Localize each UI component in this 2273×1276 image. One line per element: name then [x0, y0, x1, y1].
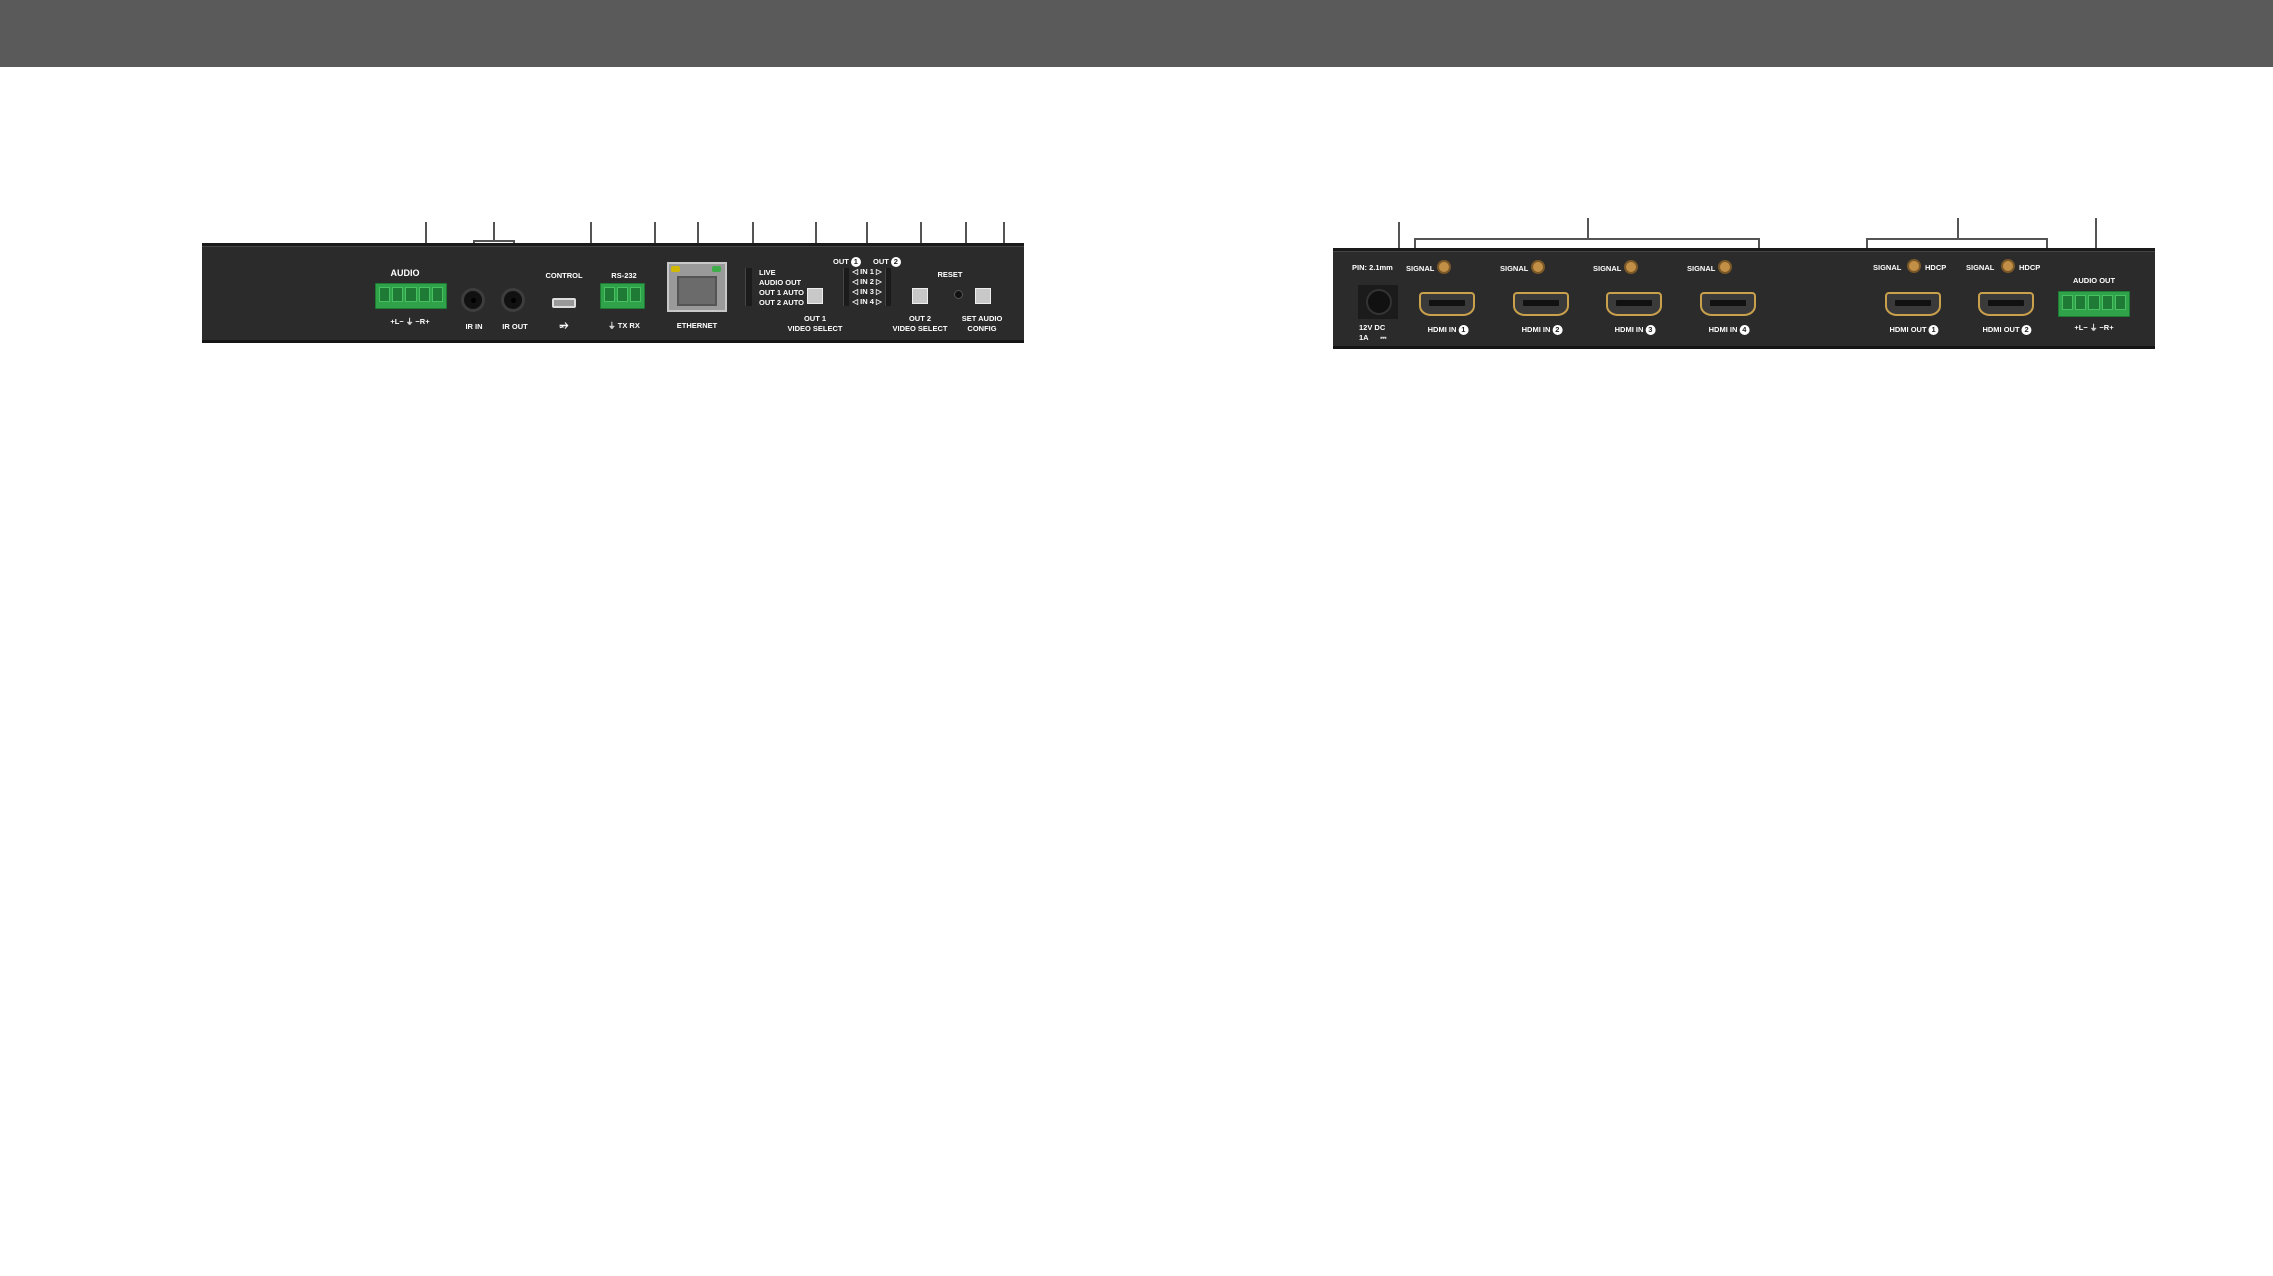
callout-ir [493, 222, 495, 240]
set-audio-label-1: SET AUDIO [961, 314, 1003, 323]
dc-power-jack [1366, 289, 1392, 315]
hdmi-out-2-signal-led [2001, 259, 2015, 273]
input-4-label: ◁ IN 4 ▷ [852, 297, 882, 306]
ir-out-jack [501, 288, 525, 312]
callout-hdmi-in-stem [1587, 218, 1589, 240]
hdmi-in-3-port [1606, 292, 1662, 316]
hdmi-out-1-signal-led [1907, 259, 1921, 273]
hdmi-in-2-signal-label: SIGNAL [1500, 264, 1529, 273]
out2-select-label-2: VIDEO SELECT [892, 324, 948, 333]
out2-input-led-column [885, 268, 891, 306]
callout-ir-bracket [473, 240, 515, 242]
page-header-bar [0, 0, 2273, 67]
input-1-label: ◁ IN 1 ▷ [852, 267, 882, 276]
audio-out-pin-labels: +L− ⏚ −R+ [2074, 323, 2114, 332]
input-2-label: ◁ IN 2 ▷ [852, 277, 882, 286]
callout-hdmi-in-bracket [1414, 238, 1760, 240]
reset-pinhole [954, 290, 963, 299]
hdmi-out-2-port [1978, 292, 2034, 316]
out1-select-label-2: VIDEO SELECT [787, 324, 843, 333]
callout-hdmi-out-bracket [1866, 238, 2048, 240]
reset-label: RESET [937, 270, 963, 279]
hdmi-out-1-port [1885, 292, 1941, 316]
audio-out-label: AUDIO OUT [2072, 276, 2116, 285]
hdmi-in-4-signal-label: SIGNAL [1687, 264, 1716, 273]
hdmi-out-2-signal-label: SIGNAL [1966, 263, 1995, 272]
out1-video-select-button [807, 288, 823, 304]
hdmi-out-1-hdcp-label: HDCP [1925, 263, 1947, 272]
out1-select-label-1: OUT 1 [803, 314, 827, 323]
hdmi-in-3-signal-led [1624, 260, 1638, 274]
rs232-label: RS-232 [611, 271, 637, 280]
hdmi-in-4-signal-led [1718, 260, 1732, 274]
audio-pin-labels: +L− ⏚ −R+ [390, 317, 430, 326]
hdmi-in-1-signal-label: SIGNAL [1406, 264, 1435, 273]
out1-input-led-column [843, 268, 849, 306]
hdmi-out-1-signal-label: SIGNAL [1873, 263, 1902, 272]
led-out1-auto: OUT 1 AUTO [759, 288, 805, 297]
hdmi-out-2-hdcp-label: HDCP [2019, 263, 2041, 272]
hdmi-in-4-port [1700, 292, 1756, 316]
ir-in-jack [461, 288, 485, 312]
callout-hdmi-out-stem [1957, 218, 1959, 240]
dc-pin-label: PIN: 2.1mm [1352, 263, 1393, 272]
ir-out-label: IR OUT [502, 322, 528, 331]
set-audio-label-2: CONFIG [967, 324, 997, 333]
dc-rating-1: 12V DC [1359, 323, 1386, 332]
hdmi-in-2-port [1513, 292, 1569, 316]
usb-port [552, 298, 576, 308]
rs232-terminal-block [600, 283, 645, 309]
hdmi-in-2-signal-led [1531, 260, 1545, 274]
audio-title: AUDIO [390, 268, 420, 278]
set-audio-config-button [975, 288, 991, 304]
out2-select-label-1: OUT 2 [908, 314, 932, 323]
ir-in-label: IR IN [465, 322, 483, 331]
rs232-pin-labels: ⏚ TX RX [608, 321, 640, 330]
hdmi-in-1-signal-led [1437, 260, 1451, 274]
control-label: CONTROL [545, 271, 583, 280]
audio-out-terminal-block [2058, 291, 2130, 317]
ethernet-activity-led [712, 266, 721, 272]
status-led-column [745, 268, 752, 306]
out2-video-select-button [912, 288, 928, 304]
audio-terminal-block [375, 283, 447, 309]
led-audio-out: AUDIO OUT [759, 278, 802, 287]
led-live: LIVE [759, 268, 776, 277]
ethernet-link-led [671, 266, 680, 272]
dc-rating-2: 1A ⎓ [1359, 333, 1387, 342]
hdmi-in-3-signal-label: SIGNAL [1593, 264, 1622, 273]
led-out2-auto: OUT 2 AUTO [759, 298, 805, 307]
input-3-label: ◁ IN 3 ▷ [852, 287, 882, 296]
hdmi-in-1-port [1419, 292, 1475, 316]
ethernet-label: ETHERNET [676, 321, 718, 330]
usb-icon: ⭌ [559, 319, 569, 331]
